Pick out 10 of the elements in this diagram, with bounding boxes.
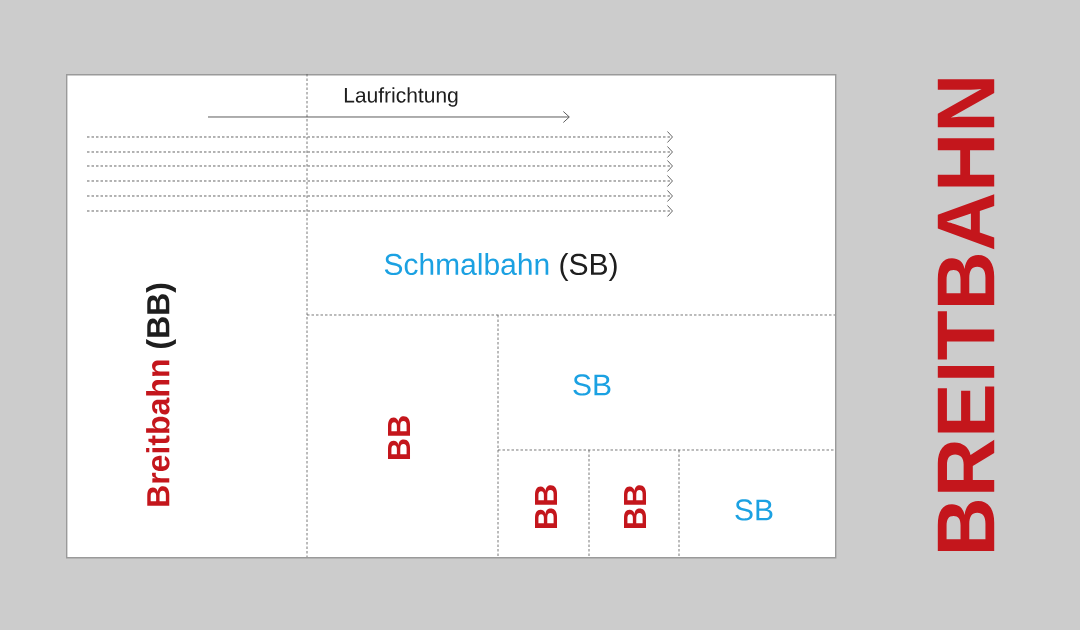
region-label: BB <box>624 485 646 528</box>
region-label: SB <box>735 499 773 521</box>
region-label: BB <box>388 416 410 459</box>
region-label: Breitbahn (BB) <box>146 283 176 506</box>
region-label: BB <box>535 485 557 528</box>
direction-label: Laufrichtung <box>344 87 458 107</box>
paper-sheet <box>66 74 837 559</box>
region-label: Schmalbahn (SB) <box>384 253 617 281</box>
region-label: SB <box>573 374 611 396</box>
stamp-word: BREITBAHN <box>937 79 995 551</box>
